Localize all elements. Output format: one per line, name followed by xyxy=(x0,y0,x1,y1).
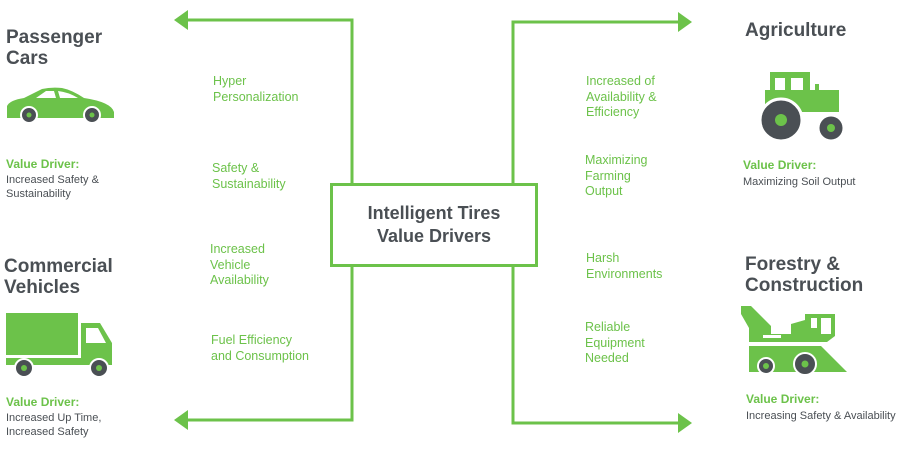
passenger-value-driver-label: Value Driver: xyxy=(6,157,80,171)
title-line: Passenger xyxy=(6,27,103,48)
text-line: Needed xyxy=(585,351,629,365)
arrow-bottom-left xyxy=(185,265,354,422)
text-line: Output xyxy=(585,184,623,198)
text-line: Availability xyxy=(210,273,269,287)
center-title-line1: Intelligent Tires xyxy=(367,203,501,223)
title-line: Vehicles xyxy=(4,277,81,298)
forestry-machine-icon xyxy=(741,306,847,376)
text-line: Sustainability xyxy=(6,188,71,200)
arrow-top-right xyxy=(511,20,680,183)
text-line: and Consumption xyxy=(211,348,309,363)
text-line: Reliable xyxy=(585,320,631,334)
text-line: Safety & xyxy=(212,161,260,175)
agriculture-value-driver-label: Value Driver: xyxy=(743,158,817,172)
truck-icon xyxy=(6,313,112,378)
text-line: Increased of xyxy=(586,74,655,88)
text-line: Equipment xyxy=(585,335,645,350)
text-line: Increased xyxy=(210,242,265,256)
text-line: Increased Up Time, xyxy=(6,412,102,424)
car-icon xyxy=(7,87,114,124)
text-line: Efficiency xyxy=(586,105,640,119)
center-title-line2: Value Drivers xyxy=(376,226,492,246)
text-line: Vehicle xyxy=(210,257,251,272)
text-line: Farming xyxy=(585,168,631,183)
text-line: Availability & xyxy=(586,89,657,104)
text-line: Harsh xyxy=(586,251,620,265)
commercial-value-driver-text: Increased Up Time, Increased Safety xyxy=(6,411,101,439)
title-line: Commercial xyxy=(4,256,113,277)
text-line: Environments xyxy=(586,266,663,281)
forestry-value-driver-label: Value Driver: xyxy=(746,392,820,406)
title-line: Forestry & xyxy=(745,254,841,275)
title-line: Construction xyxy=(745,275,864,296)
text-line: Sustainability xyxy=(212,176,286,191)
title-line: Cars xyxy=(6,48,49,69)
text-line: Increased Safety & xyxy=(6,174,99,186)
passenger-value-driver-text: Increased Safety & Sustainability xyxy=(6,173,99,201)
tractor-icon xyxy=(758,72,846,143)
sector-agriculture-title: Agriculture xyxy=(745,20,847,41)
text-line: Hyper xyxy=(213,74,247,88)
sector-forestry-title: Forestry &Construction xyxy=(745,254,863,296)
arrow-bottom-right xyxy=(511,265,680,425)
text-line: Personalization xyxy=(213,89,299,104)
agriculture-value-driver-text: Maximizing Soil Output xyxy=(743,176,856,188)
text-line: Fuel Efficiency xyxy=(211,333,293,347)
arrow-top-left xyxy=(185,18,354,183)
text-line: Increased Safety xyxy=(6,426,89,438)
left-driver-2: Safety &Sustainability xyxy=(212,161,286,192)
commercial-value-driver-label: Value Driver: xyxy=(6,395,80,409)
forestry-value-driver-text: Increasing Safety & Availability xyxy=(746,410,896,422)
text-line: Maximizing xyxy=(585,153,648,167)
